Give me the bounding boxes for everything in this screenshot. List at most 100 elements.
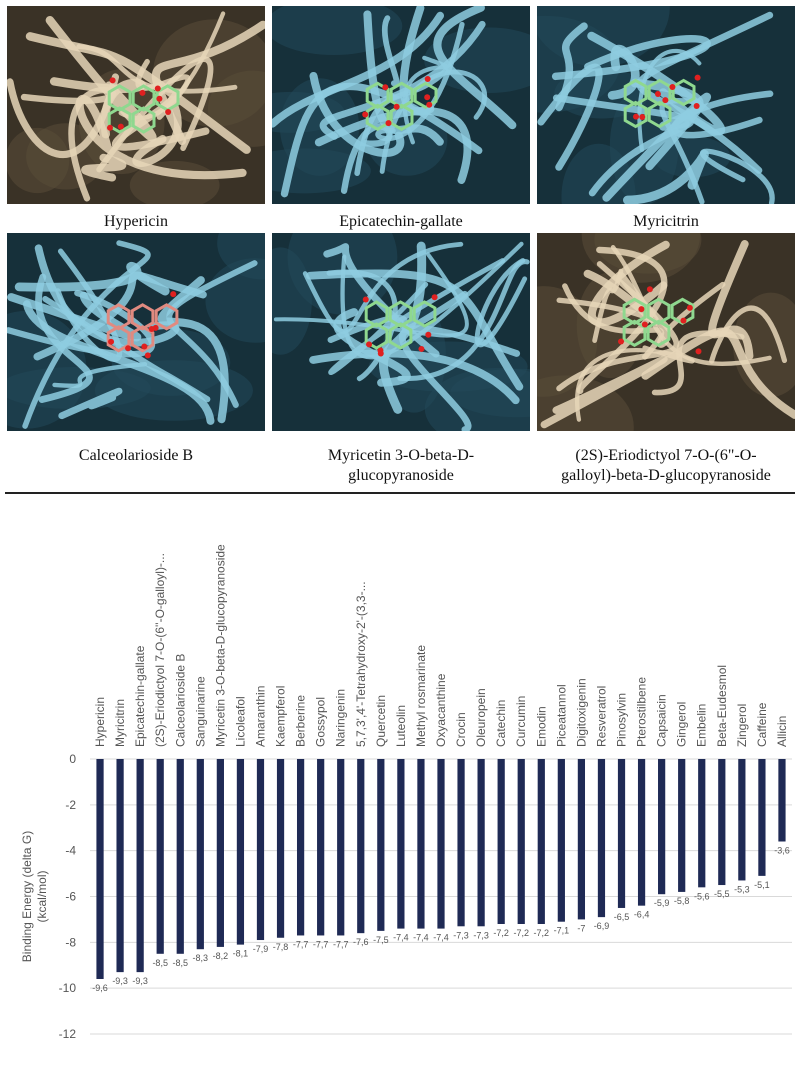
protein-render <box>272 6 530 204</box>
category-label: Pterostilbene <box>635 677 649 747</box>
docking-image-hypericin <box>7 6 265 204</box>
category-label: Methyl rosmarinate <box>414 645 428 747</box>
category-label: Luteolin <box>394 705 408 747</box>
protein-ribbon <box>22 240 151 429</box>
bar <box>317 759 325 936</box>
category-label: Naringenin <box>334 689 348 747</box>
bar <box>176 759 184 954</box>
caption-line: (2S)-Eriodictyol 7-O-(6"-O- <box>575 447 757 464</box>
caption-line: glucopyranoside <box>348 467 454 484</box>
bar <box>457 759 465 927</box>
bar <box>256 759 265 941</box>
bar <box>397 759 405 929</box>
data-label: -7,9 <box>253 944 269 954</box>
bar <box>357 759 365 934</box>
bar <box>96 759 104 979</box>
bar <box>377 759 385 931</box>
bar <box>577 759 586 920</box>
data-label: -8,2 <box>213 951 229 961</box>
section-divider <box>5 492 795 494</box>
bar <box>658 759 666 895</box>
bar <box>497 759 505 924</box>
y-tick-label: -4 <box>65 844 76 858</box>
category-label: Pinosylvin <box>615 693 629 747</box>
bar <box>337 759 345 936</box>
category-label: Curcumin <box>514 696 528 747</box>
bar <box>116 759 124 973</box>
category-label: Amaranthin <box>253 686 267 747</box>
data-label: -5,1 <box>754 880 770 890</box>
data-label: -7 <box>577 923 585 933</box>
bar <box>617 759 626 908</box>
data-label: -8,1 <box>233 949 249 959</box>
caption-line: Myricetin 3-O-beta-D- <box>327 447 475 464</box>
data-label: -8,5 <box>152 958 168 968</box>
ligand-structure <box>617 286 702 355</box>
y-tick-label: -10 <box>59 981 77 995</box>
protein-ribbon <box>587 240 670 327</box>
y-tick-label: -8 <box>65 935 76 949</box>
protein-render <box>272 233 530 431</box>
protein-ribbon <box>622 149 709 204</box>
protein-ribbon <box>576 246 668 394</box>
category-label: Catechin <box>494 700 508 747</box>
category-label: Quercetin <box>374 695 388 747</box>
data-label: -7,8 <box>273 942 289 952</box>
protein-render <box>537 233 795 431</box>
category-label: Berberine <box>294 695 308 747</box>
category-label: Licoleafol <box>233 696 247 747</box>
protein-ribbon <box>272 11 444 128</box>
caption-epicatechin-gallate: Epicatechin-gallate <box>339 213 463 230</box>
y-tick-label: -12 <box>59 1027 77 1041</box>
bar <box>236 759 245 945</box>
category-label: (2S)-Eriodictyol 7-O-(6''-O-galloyl)-... <box>153 553 167 747</box>
bar <box>296 759 305 936</box>
category-label: Myricetin 3-O-beta-D-glucopyranoside <box>213 544 227 747</box>
bar <box>718 759 726 886</box>
protein-ribbon <box>474 258 528 348</box>
y-tick-label: 0 <box>69 752 76 766</box>
protein-ribbon <box>641 327 795 419</box>
data-label: -7,7 <box>333 939 349 949</box>
protein-ribbon <box>700 148 775 204</box>
data-label: -7,1 <box>554 926 570 936</box>
ligand-structure <box>106 77 180 134</box>
data-label: -7,3 <box>473 930 489 940</box>
category-label: Beta-Eudesmol <box>715 665 729 747</box>
bar <box>758 759 766 876</box>
caption-eriodictyol-glucopyranoside: (2S)-Eriodictyol 7-O-(6"-O- galloyl)-bet… <box>532 446 800 486</box>
bar <box>417 759 425 929</box>
category-label: Myricitrin <box>113 699 127 747</box>
data-label: -9,3 <box>132 976 148 986</box>
data-label: -7,4 <box>413 933 429 943</box>
data-label: -7,7 <box>313 939 329 949</box>
category-label: Allicin <box>775 716 789 747</box>
category-label: Calceolarioside B <box>173 654 187 747</box>
category-label: Kaempferol <box>274 686 288 747</box>
protein-ribbon <box>309 71 405 157</box>
protein-ribbon <box>314 107 472 184</box>
protein-ribbon <box>375 21 465 142</box>
bar <box>597 759 606 918</box>
bar <box>537 759 545 924</box>
protein-ribbon <box>433 6 517 130</box>
protein-ribbon <box>552 94 695 197</box>
y-tick-label: -6 <box>65 890 76 904</box>
ligand-structure <box>106 291 179 359</box>
bar <box>156 759 164 954</box>
data-label: -7,2 <box>493 928 509 938</box>
docking-image-calceolarioside-b <box>7 233 265 431</box>
data-label: -7,2 <box>513 928 529 938</box>
y-axis-label: Binding Energy (delta G)(kcal/mol) <box>20 831 49 962</box>
category-label: Crocin <box>454 712 468 747</box>
ligand-structure <box>362 75 438 132</box>
category-label: Oleuropein <box>474 688 488 747</box>
protein-ribbon <box>22 300 215 425</box>
data-label: -7,2 <box>534 928 550 938</box>
bar <box>517 759 525 924</box>
protein-ribbon <box>58 387 123 420</box>
docking-image-myricitrin <box>537 6 795 204</box>
bar <box>477 759 485 927</box>
data-label: -5,8 <box>674 896 690 906</box>
